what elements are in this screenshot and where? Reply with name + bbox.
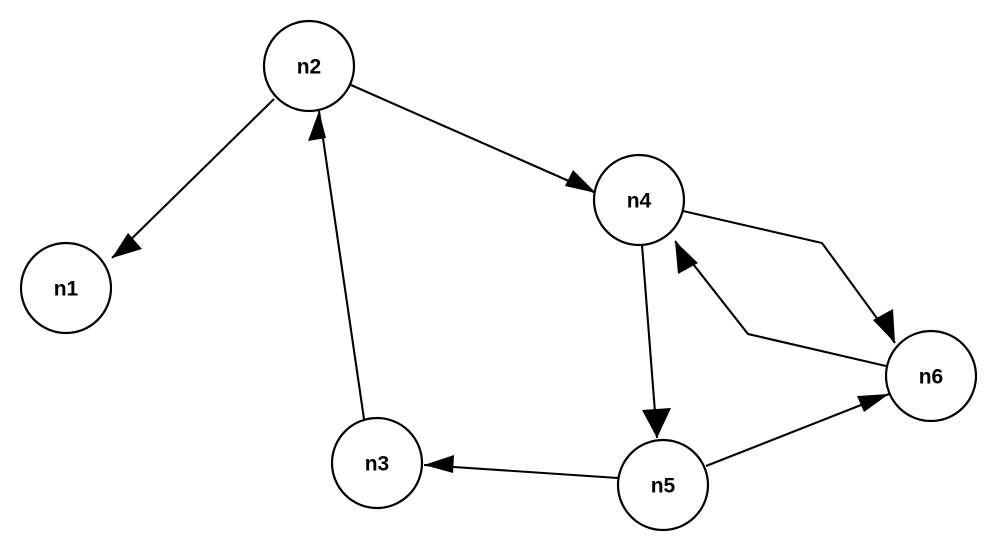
node-label: n4	[627, 190, 652, 213]
node-label: n6	[919, 366, 944, 389]
arrowhead-icon	[112, 233, 142, 258]
edge-n5-to-n6[interactable]	[705, 393, 890, 467]
edge-hitarea[interactable]	[675, 241, 886, 366]
arrowhead-icon	[308, 111, 326, 141]
edge-n4-to-n6[interactable]	[682, 209, 896, 344]
edge-n5-to-n3[interactable]	[423, 455, 619, 480]
edge-line	[674, 240, 887, 368]
nodes-layer: n1 n2 n3 n4 n5 n6	[19, 19, 978, 532]
arrowhead-icon	[857, 394, 889, 412]
edge-line	[682, 209, 896, 344]
edge-hitarea[interactable]	[683, 211, 895, 343]
edge-n4-to-n5[interactable]	[640, 244, 671, 439]
edge-n6-to-n4[interactable]	[674, 240, 887, 368]
edge-hitarea[interactable]	[112, 99, 274, 258]
edges-layer	[111, 84, 896, 480]
edge-line	[705, 393, 890, 467]
edge-line	[640, 244, 659, 439]
edge-n3-to-n2[interactable]	[308, 110, 366, 420]
arrowhead-icon	[642, 408, 671, 438]
node-circle[interactable]	[884, 329, 978, 423]
edge-hitarea[interactable]	[351, 85, 596, 193]
edge-n2-to-n4[interactable]	[350, 84, 597, 194]
arrowhead-icon	[424, 455, 454, 473]
graph-node-n2[interactable]: n2	[262, 19, 356, 113]
arrowhead-icon	[675, 241, 698, 274]
graph-node-n1[interactable]: n1	[19, 241, 113, 335]
graph-node-n5[interactable]: n5	[616, 438, 710, 532]
node-circle[interactable]	[262, 19, 356, 113]
edge-line	[111, 98, 275, 259]
edge-line	[423, 463, 619, 480]
node-label: n2	[297, 56, 322, 79]
node-circle[interactable]	[330, 416, 424, 510]
graph-node-n6[interactable]: n6	[884, 329, 978, 423]
edge-line	[350, 84, 597, 194]
edge-line	[317, 110, 366, 420]
node-label: n3	[365, 453, 390, 476]
edge-n2-to-n1[interactable]	[111, 98, 275, 259]
arrowhead-icon	[873, 309, 895, 343]
node-label: n1	[54, 278, 79, 301]
node-circle[interactable]	[616, 438, 710, 532]
arrowhead-icon	[565, 170, 596, 193]
graph-node-n3[interactable]: n3	[330, 416, 424, 510]
edge-hitarea[interactable]	[642, 245, 657, 438]
node-circle[interactable]	[19, 241, 113, 335]
edge-hitarea[interactable]	[319, 111, 364, 419]
node-label: n5	[651, 475, 676, 498]
node-circle[interactable]	[592, 153, 686, 247]
graph-node-n4[interactable]: n4	[592, 153, 686, 247]
